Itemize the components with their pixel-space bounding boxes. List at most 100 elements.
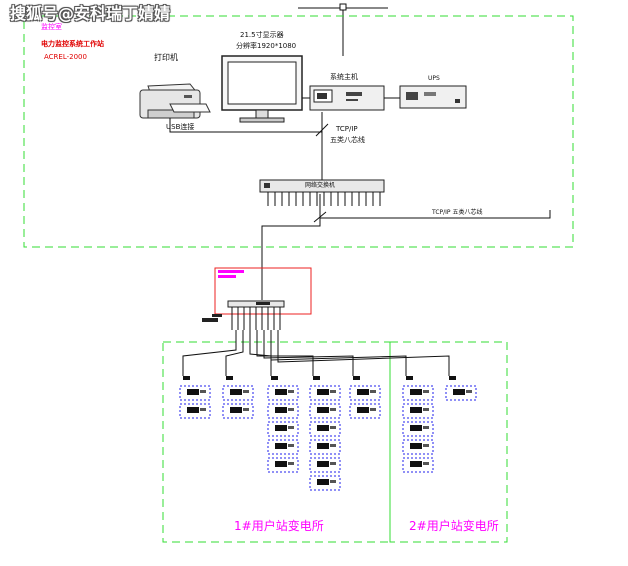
meter-terminal: [243, 390, 249, 393]
feeder-lines: [182, 330, 450, 376]
feeder-head: [226, 376, 233, 380]
meter-icon: [275, 461, 287, 467]
control-room-frame: [23, 15, 574, 248]
meter-terminal: [370, 408, 376, 411]
feeder-head: [406, 376, 413, 380]
ups-label: UPS: [428, 75, 440, 82]
feeder-head: [449, 376, 456, 380]
usb-label: USB连接: [166, 123, 195, 131]
meter-frame: [179, 403, 211, 419]
meter-frame: [402, 403, 434, 419]
gateway-tag: [218, 270, 244, 273]
meter-icon: [410, 389, 422, 395]
meter-icon: [357, 389, 369, 395]
meter-terminal: [330, 480, 336, 483]
meter-icon: [275, 443, 287, 449]
meter-icon: [317, 389, 329, 395]
meter-icon: [410, 443, 422, 449]
meter-frame: [402, 385, 434, 401]
feeder-line: [249, 330, 272, 376]
meter-frame: [222, 385, 254, 401]
monitor-label-2: 分辨率1920*1080: [236, 42, 297, 50]
meter-terminal: [466, 390, 472, 393]
feeder-line: [225, 330, 244, 376]
gateway-frame: [214, 267, 312, 315]
monitor-icon: [221, 55, 303, 123]
meter-frame: [267, 403, 299, 419]
meter-frame: [309, 475, 341, 491]
host-label: 系统主机: [330, 73, 358, 81]
meter-frame: [445, 385, 477, 401]
meter-icon: [410, 425, 422, 431]
meter-frame: [267, 385, 299, 401]
meter-terminal: [423, 444, 429, 447]
substation-frame-1: [162, 341, 391, 543]
meter-frame: [267, 457, 299, 473]
meter-terminal: [370, 390, 376, 393]
gateway-ports: [231, 307, 281, 330]
gateway-tag-2: [218, 275, 236, 278]
meter-frame: [309, 403, 341, 419]
meter-icon: [187, 407, 199, 413]
substation-label-1: 1#用户站变电所: [234, 519, 324, 533]
meter-icon: [410, 407, 422, 413]
meter-frame: [402, 457, 434, 473]
bus-label: TCP/IP 五类八芯线: [432, 209, 483, 216]
meter-frame: [402, 439, 434, 455]
meter-terminal: [423, 426, 429, 429]
meter-terminal: [330, 462, 336, 465]
meter-icon: [230, 407, 242, 413]
monitor-label-1: 21.5寸显示器: [240, 31, 284, 39]
host-switch-tick: [315, 123, 329, 137]
meter-icon: [275, 407, 287, 413]
meter-frame: [267, 439, 299, 455]
bus-tick: [313, 211, 327, 223]
meter-icon: [453, 389, 465, 395]
meter-icon: [317, 407, 329, 413]
meter-icon: [317, 425, 329, 431]
meter-terminal: [288, 408, 294, 411]
meter-icon: [317, 479, 329, 485]
bus-line: [319, 194, 551, 219]
feeder-head: [313, 376, 320, 380]
meter-frame: [349, 385, 381, 401]
ups-icon: [399, 85, 467, 109]
cable-label: 五类八芯线: [330, 136, 365, 144]
meter-icon: [357, 407, 369, 413]
station-tag: 监控室: [41, 23, 62, 31]
meter-terminal: [200, 408, 206, 411]
feeder-line: [182, 330, 237, 376]
substation-label-2: 2#用户站变电所: [409, 519, 499, 533]
meter-terminal: [330, 426, 336, 429]
meter-frame: [309, 385, 341, 401]
meter-terminal: [330, 408, 336, 411]
feeder-line: [277, 330, 450, 376]
watermark: 搜狐号@安科瑞丁婧婧: [10, 4, 171, 23]
meter-terminal: [288, 444, 294, 447]
meter-terminal: [200, 390, 206, 393]
meter-icon: [230, 389, 242, 395]
meter-frame: [179, 385, 211, 401]
meter-icon: [317, 461, 329, 467]
gateway-led: [256, 302, 270, 305]
meter-terminal: [243, 408, 249, 411]
substation-frame-2: [389, 341, 508, 543]
gateway-side-block: [202, 318, 218, 322]
feeder-head: [271, 376, 278, 380]
meter-terminal: [423, 408, 429, 411]
feeder-line: [256, 330, 314, 376]
meter-frame: [349, 403, 381, 419]
meter-terminal: [423, 390, 429, 393]
meter-terminal: [330, 390, 336, 393]
meter-frame: [222, 403, 254, 419]
meter-frame: [309, 457, 341, 473]
switch-ports: [267, 192, 381, 206]
tcpip-label: TCP/IP: [336, 125, 358, 133]
printer-icon: [139, 83, 211, 119]
gateway-side-block-2: [212, 314, 222, 317]
feeder-line: [270, 330, 407, 376]
meter-columns: [179, 376, 477, 491]
meter-terminal: [423, 462, 429, 465]
meter-frame: [309, 439, 341, 455]
